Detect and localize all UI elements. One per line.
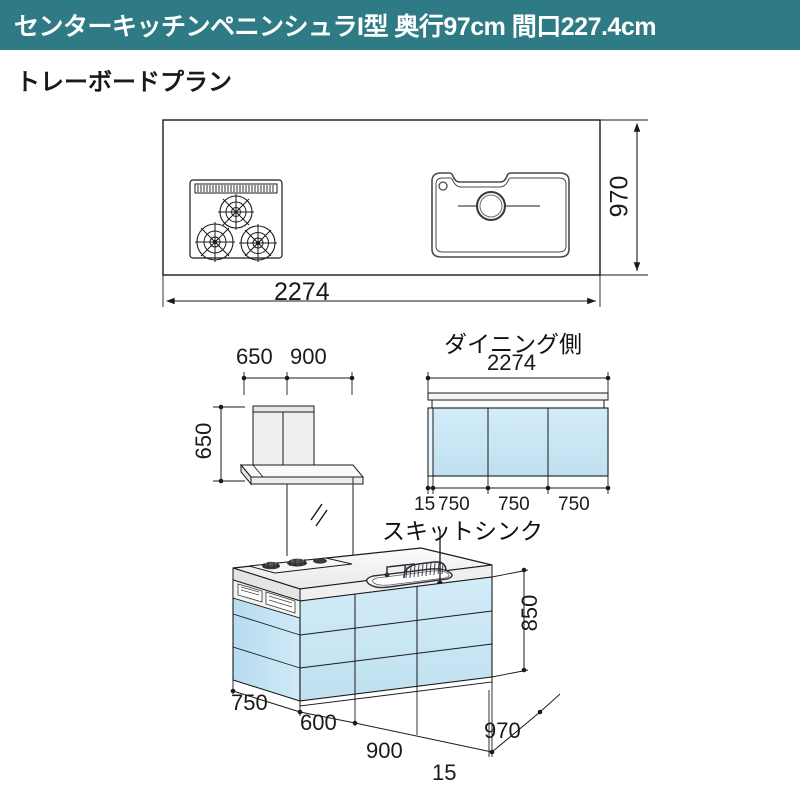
dining-dim-15: 15 bbox=[414, 494, 436, 515]
perspective-dim-15: 15 bbox=[432, 760, 457, 785]
dining-side-title: ダイニング側 bbox=[444, 331, 582, 357]
burner-rear bbox=[218, 194, 254, 230]
plan-width-dimension bbox=[162, 275, 601, 307]
hood-view-group bbox=[213, 372, 365, 556]
plan-view-group bbox=[162, 119, 648, 307]
perspective-dim-900: 900 bbox=[366, 738, 403, 763]
sink-plan-icon bbox=[431, 172, 570, 258]
sink-drain-point bbox=[436, 580, 444, 588]
dining-dim-750-c: 750 bbox=[558, 494, 590, 515]
cooktop-perspective-icon bbox=[248, 557, 353, 574]
sink-callout-label: スキットシンク bbox=[382, 518, 543, 544]
dish-rack-icon bbox=[403, 561, 447, 579]
oven-control-panel bbox=[232, 579, 301, 619]
perspective-dim-750: 750 bbox=[231, 690, 268, 715]
countertop-surface bbox=[232, 547, 493, 590]
hood-dim-650-top: 650 bbox=[236, 344, 273, 369]
dining-width-label: 2274 bbox=[487, 350, 536, 375]
page-title: センターキッチンペニンシュラI型 奥行97cm 間口227.4cm bbox=[14, 13, 656, 41]
hood-dim-900-top: 900 bbox=[290, 344, 327, 369]
range-hood-icon bbox=[239, 405, 365, 556]
hood-dim-650-left: 650 bbox=[191, 422, 216, 460]
plan-depth-label: 970 bbox=[605, 175, 634, 218]
perspective-dim-600: 600 bbox=[300, 710, 337, 735]
burner-left bbox=[195, 222, 235, 262]
plan-subtitle: トレーボードプラン bbox=[16, 69, 232, 96]
dining-view-group bbox=[425, 372, 611, 494]
dining-dim-750-a: 750 bbox=[438, 494, 470, 515]
cooktop-plan-icon bbox=[189, 179, 283, 262]
faucet-hole-icon bbox=[438, 181, 448, 191]
burner-right bbox=[239, 224, 277, 262]
perspective-depth-label: 970 bbox=[484, 718, 521, 743]
sink-perspective-icon bbox=[366, 561, 453, 589]
cabinet-front bbox=[299, 576, 493, 702]
header-bar: センターキッチンペニンシュラI型 奥行97cm 間口227.4cm bbox=[0, 0, 800, 50]
drain-icon bbox=[475, 190, 507, 222]
plan-width-label: 2274 bbox=[274, 278, 330, 306]
dining-dim-750-b: 750 bbox=[498, 494, 530, 515]
faucet-icon bbox=[384, 563, 416, 578]
perspective-height-label: 850 bbox=[517, 594, 542, 632]
cabinet-left-end bbox=[232, 579, 301, 702]
